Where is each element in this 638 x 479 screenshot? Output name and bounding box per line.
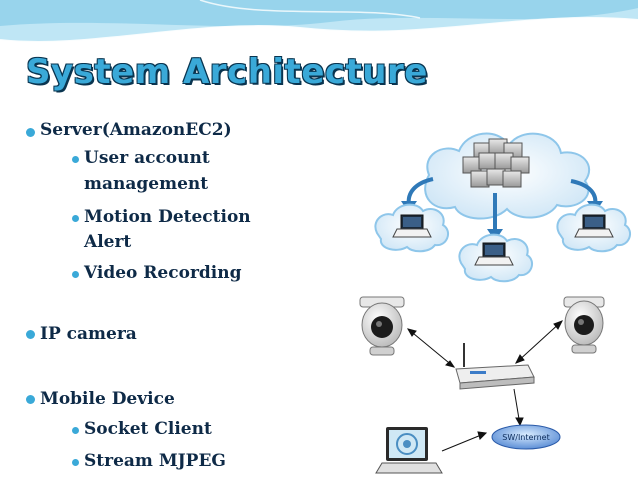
mobile-device-icon	[375, 427, 443, 474]
laptop-cloud-right	[556, 203, 632, 253]
laptop-cloud-bottom	[458, 233, 534, 283]
bullet-icon	[72, 271, 79, 278]
bullet-icon	[26, 128, 35, 137]
bullet-icon	[26, 395, 35, 404]
page-title: System Architecture	[26, 52, 428, 92]
bullet-motion-detection: Motion Detection	[84, 207, 251, 227]
ip-camera-left-icon	[359, 296, 405, 356]
connection-lines	[406, 320, 564, 452]
bullet-stream-mjpeg: Stream MJPEG	[84, 451, 226, 471]
network-diagram: SW/Internet	[359, 296, 605, 474]
bullet-icon	[72, 459, 79, 466]
bullet-icon	[72, 427, 79, 434]
cloud-server-diagram	[374, 132, 632, 283]
bullet-server: Server(AmazonEC2)	[40, 120, 232, 140]
router-icon	[455, 343, 535, 390]
bullet-ip-camera: IP camera	[40, 324, 137, 344]
bullet-socket-client: Socket Client	[84, 419, 212, 439]
bullet-user-account-cont: management	[84, 174, 209, 194]
internet-label: SW/Internet	[502, 433, 549, 442]
bullet-motion-detection-cont: Alert	[84, 232, 132, 252]
laptop-cloud-left	[374, 203, 450, 253]
bullet-icon	[26, 330, 35, 339]
bullet-video-recording: Video Recording	[84, 263, 242, 283]
bullet-mobile-device: Mobile Device	[40, 389, 175, 409]
ip-camera-right-icon	[563, 296, 605, 354]
bullet-icon	[72, 215, 79, 222]
server-stack-icon	[462, 138, 530, 188]
bullet-icon	[72, 156, 79, 163]
header-wave-decoration	[0, 0, 638, 43]
bullet-user-account: User account	[84, 148, 210, 168]
internet-node: SW/Internet	[491, 424, 561, 450]
